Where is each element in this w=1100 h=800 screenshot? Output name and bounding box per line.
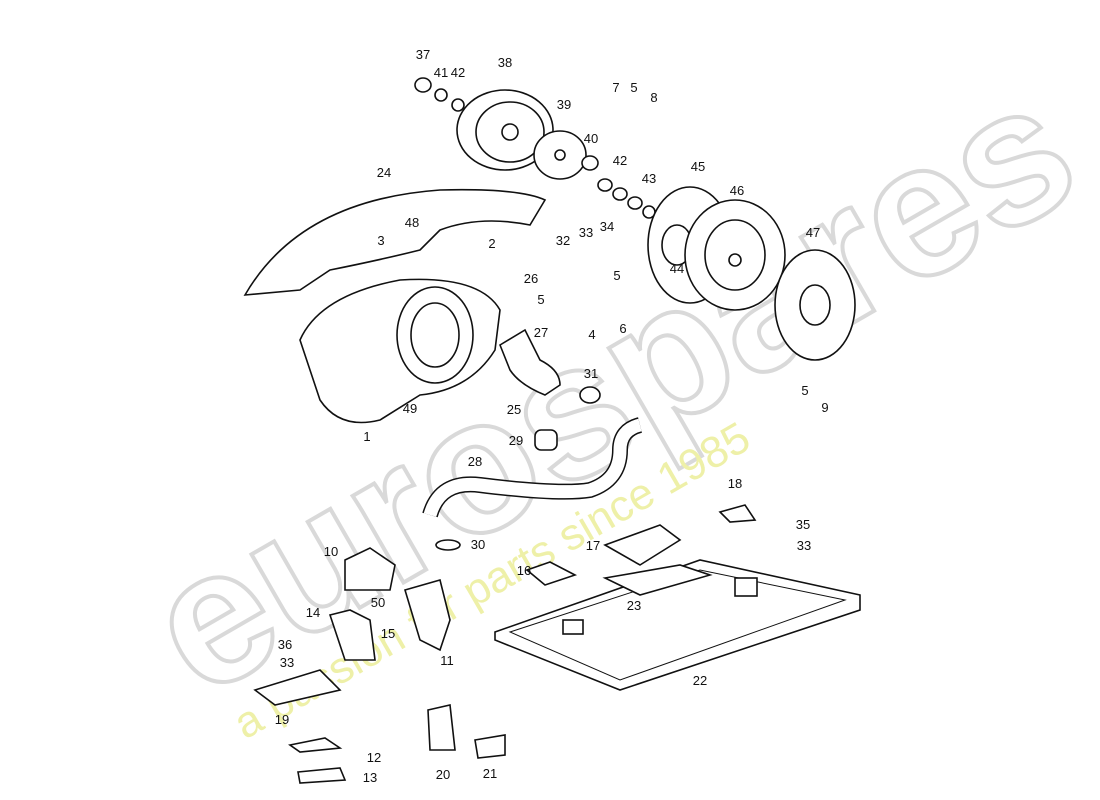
- callout-2: 2: [488, 236, 495, 251]
- callout-6: 6: [619, 321, 626, 336]
- cover-12: [288, 737, 343, 753]
- cooling-fan: [456, 89, 554, 171]
- callout-23: 23: [627, 598, 641, 613]
- callout-16: 16: [517, 563, 531, 578]
- callout-32: 32: [556, 233, 570, 248]
- cover-13: [297, 767, 347, 784]
- cover-21: [474, 734, 506, 759]
- callout-21: 21: [483, 766, 497, 781]
- callout-1: 1: [363, 429, 370, 444]
- callout-38: 38: [498, 55, 512, 70]
- callout-5: 5: [537, 292, 544, 307]
- plate-19: [253, 669, 342, 706]
- callout-36: 36: [278, 637, 292, 652]
- callout-33: 33: [579, 225, 593, 240]
- callout-15: 15: [381, 626, 395, 641]
- cover-20: [427, 704, 456, 751]
- callout-22: 22: [693, 673, 707, 688]
- fan-hub: [533, 130, 587, 180]
- callout-17: 17: [586, 538, 600, 553]
- callout-3: 3: [377, 233, 384, 248]
- callout-49: 49: [403, 401, 417, 416]
- bracket-16: [525, 561, 578, 586]
- air-elbow: [499, 328, 561, 396]
- callout-14: 14: [306, 605, 320, 620]
- callout-19: 19: [275, 712, 289, 727]
- callout-24: 24: [377, 165, 391, 180]
- callout-46: 46: [730, 183, 744, 198]
- cover-plate: [774, 249, 856, 361]
- callout-35: 35: [796, 517, 810, 532]
- callout-8: 8: [650, 90, 657, 105]
- callout-29: 29: [509, 433, 523, 448]
- callout-5: 5: [613, 268, 620, 283]
- callout-47: 47: [806, 225, 820, 240]
- callout-42: 42: [613, 153, 627, 168]
- callout-37: 37: [416, 47, 430, 62]
- callout-11: 11: [440, 653, 454, 668]
- callout-5: 5: [801, 383, 808, 398]
- bracket-18: [718, 504, 757, 523]
- callout-30: 30: [471, 537, 485, 552]
- callout-39: 39: [557, 97, 571, 112]
- engine-tray: [494, 559, 861, 691]
- callout-43: 43: [642, 171, 656, 186]
- callout-33: 33: [797, 538, 811, 553]
- callout-34: 34: [600, 219, 614, 234]
- callout-48: 48: [405, 215, 419, 230]
- sleeve: [534, 429, 558, 451]
- shield-11: [404, 579, 451, 652]
- callout-25: 25: [507, 402, 521, 417]
- callout-27: 27: [534, 325, 548, 340]
- parts: [243, 77, 861, 784]
- deflector-17: [603, 524, 682, 566]
- callout-10: 10: [324, 544, 338, 559]
- clamp: [579, 386, 601, 404]
- callout-20: 20: [436, 767, 450, 782]
- callout-12: 12: [367, 750, 381, 765]
- callout-45: 45: [691, 159, 705, 174]
- callout-42: 42: [451, 65, 465, 80]
- callout-33: 33: [280, 655, 294, 670]
- callout-18: 18: [728, 476, 742, 491]
- deflector-23: [602, 564, 713, 596]
- clamp-30: [435, 539, 461, 551]
- callout-44: 44: [670, 261, 684, 276]
- callout-28: 28: [468, 454, 482, 469]
- plate-15: [328, 609, 376, 661]
- alternator-cover: [684, 199, 786, 311]
- callout-4: 4: [588, 327, 595, 342]
- fan-housing: [299, 278, 501, 424]
- callout-5: 5: [630, 80, 637, 95]
- callout-7: 7: [612, 80, 619, 95]
- callout-26: 26: [524, 271, 538, 286]
- callout-40: 40: [584, 131, 598, 146]
- callout-9: 9: [821, 400, 828, 415]
- upper-shroud: [243, 188, 547, 296]
- callout-50: 50: [371, 595, 385, 610]
- shield-10: [344, 547, 396, 591]
- callout-13: 13: [363, 770, 377, 785]
- heater-hose-inner: [423, 418, 642, 518]
- callout-41: 41: [434, 65, 448, 80]
- washers: [414, 77, 656, 219]
- callout-31: 31: [584, 366, 598, 381]
